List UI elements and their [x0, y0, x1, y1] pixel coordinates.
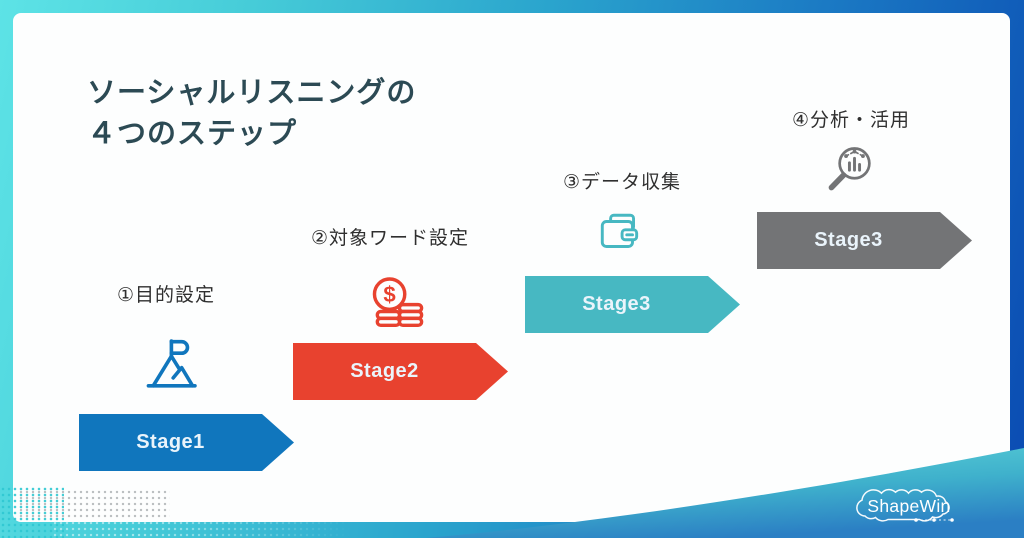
dots-pattern-gray	[18, 489, 170, 519]
logo-dotted-line	[914, 518, 954, 522]
step4-label: ④分析・活用	[792, 110, 911, 131]
svg-text:$: $	[383, 282, 395, 307]
stage4-arrow-label: Stage3	[814, 229, 883, 251]
stage1-arrow-label: Stage1	[136, 431, 205, 453]
stage3-arrow: Stage3	[525, 276, 740, 333]
logo-text: ShapeWin	[867, 496, 950, 516]
shapewin-logo: ShapeWin	[856, 488, 954, 522]
page-title: ソーシャルリスニングの ４つのステップ	[87, 73, 416, 155]
stage2-arrow-label: Stage2	[350, 360, 419, 382]
stage1-arrow: Stage1	[79, 414, 294, 471]
dots-pattern-teal-bottom	[52, 520, 352, 538]
stage3-arrow-label: Stage3	[582, 293, 651, 315]
step2-label: ②対象ワード設定	[311, 228, 470, 249]
step1-label: ①目的設定	[117, 285, 216, 306]
step3-label: ③データ収集	[563, 172, 682, 193]
stage4-arrow: Stage3	[757, 212, 972, 269]
title-line-2: ４つのステップ	[87, 118, 298, 151]
stage2-arrow: Stage2	[293, 343, 508, 400]
wallet-icon	[595, 209, 645, 259]
flag-mountain-icon	[143, 335, 201, 393]
money-coins-icon: $	[365, 273, 429, 335]
magnifier-chart-icon	[823, 141, 877, 197]
content-panel: ソーシャルリスニングの ４つのステップ ①目的設定 Stage1 ②対象ワード設…	[13, 13, 1010, 522]
wave-decoration	[425, 448, 1024, 538]
title-line-1: ソーシャルリスニングの	[87, 77, 417, 109]
